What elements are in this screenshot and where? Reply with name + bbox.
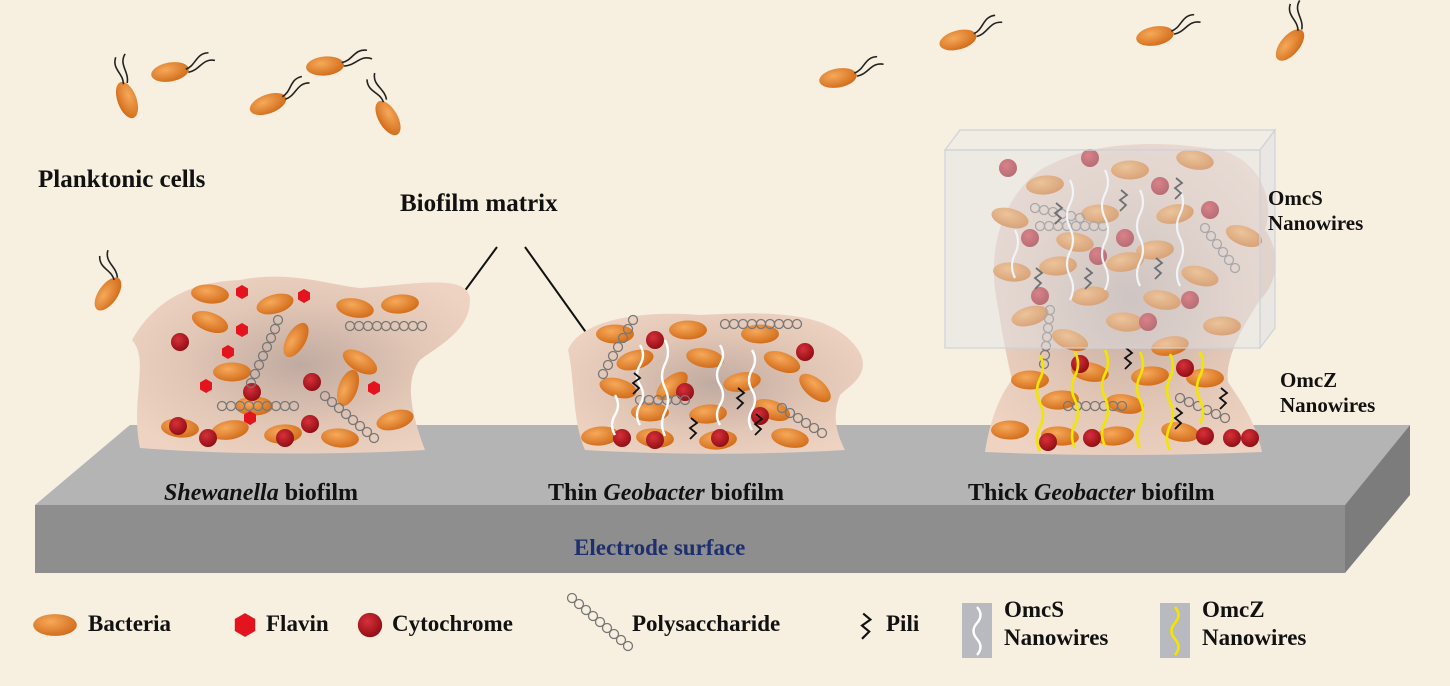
polysaccharide-chain-6 [597, 314, 639, 380]
legend-bacteria-label: Bacteria [88, 611, 172, 636]
thin-species-text: Geobacter [603, 480, 705, 506]
legend-omcs-icon [962, 603, 992, 658]
shewanella-species-text: Shewanella [164, 480, 279, 506]
legend-pili-icon [860, 612, 872, 640]
legend-omcs-label: OmcS Nanowires [1004, 596, 1108, 652]
thin-geobacter-biofilm-label: Thin Geobacter biofilm [548, 480, 784, 507]
thin-biofilm-text: biofilm [704, 480, 785, 506]
legend-omcz-icon [1160, 603, 1190, 658]
polysaccharide-chain-3 [216, 400, 300, 412]
polysaccharide-chain-1 [344, 320, 428, 332]
legend-flavin-icon [234, 613, 256, 637]
shewanella-biofilm-text: biofilm [278, 480, 359, 506]
polysaccharide-chain-5 [719, 318, 803, 330]
omcs-region-box [943, 128, 1277, 350]
shewanella-biofilm-label: Shewanella biofilm [164, 480, 358, 507]
legend-polysaccharide-icon [566, 592, 634, 652]
legend-omcs-line2: Nanowires [1004, 625, 1109, 650]
legend-bacteria-icon [33, 614, 77, 636]
omcs-nanowires-label: OmcS Nanowires [1268, 186, 1363, 236]
planktonic-cells-label: Planktonic cells [38, 166, 206, 193]
omcs-label-line2: Nanowires [1268, 211, 1364, 235]
electrode-surface-label: Electrode surface [574, 535, 746, 560]
shewanella-biofilm [132, 276, 470, 454]
legend-omcs-line1: OmcS [1004, 597, 1065, 622]
thick-prefix-text: Thick [968, 480, 1035, 506]
omcz-label-line2: Nanowires [1280, 393, 1376, 417]
omcs-label-line1: OmcS [1268, 186, 1323, 210]
thick-geobacter-biofilm [943, 128, 1277, 456]
legend-omcz-line2: Nanowires [1202, 625, 1307, 650]
legend-flavin-label: Flavin [266, 611, 329, 636]
omcz-label-line1: OmcZ [1280, 368, 1338, 392]
thick-biofilm-text: biofilm [1135, 480, 1215, 506]
polysaccharide-chain-4 [319, 390, 380, 444]
polysaccharide-chain-11 [1199, 222, 1241, 274]
thick-species-text: Geobacter [1034, 480, 1136, 506]
legend-cytochrome-icon [357, 612, 383, 638]
legend-omcz-line1: OmcZ [1202, 597, 1265, 622]
thin-geobacter-biofilm [568, 313, 863, 454]
thin-prefix-text: Thin [548, 480, 604, 506]
polysaccharide-chain-14 [1174, 392, 1231, 424]
biofilm-matrix-label: Biofilm matrix [400, 190, 558, 217]
legend-icons [33, 592, 1190, 658]
polysaccharide-chain-8 [776, 402, 828, 439]
thick-geobacter-biofilm-label: Thick Geobacter biofilm [968, 480, 1215, 507]
polysaccharide-chain-7 [634, 394, 691, 406]
legend-polysaccharide-label: Polysaccharide [632, 611, 781, 636]
polysaccharide-chain-2 [245, 314, 284, 389]
omcz-nanowires-label: OmcZ Nanowires [1280, 368, 1375, 418]
legend-pili-label: Pili [886, 611, 920, 636]
legend-omcz-label: OmcZ Nanowires [1202, 596, 1306, 652]
legend-cytochrome-label: Cytochrome [392, 611, 513, 636]
